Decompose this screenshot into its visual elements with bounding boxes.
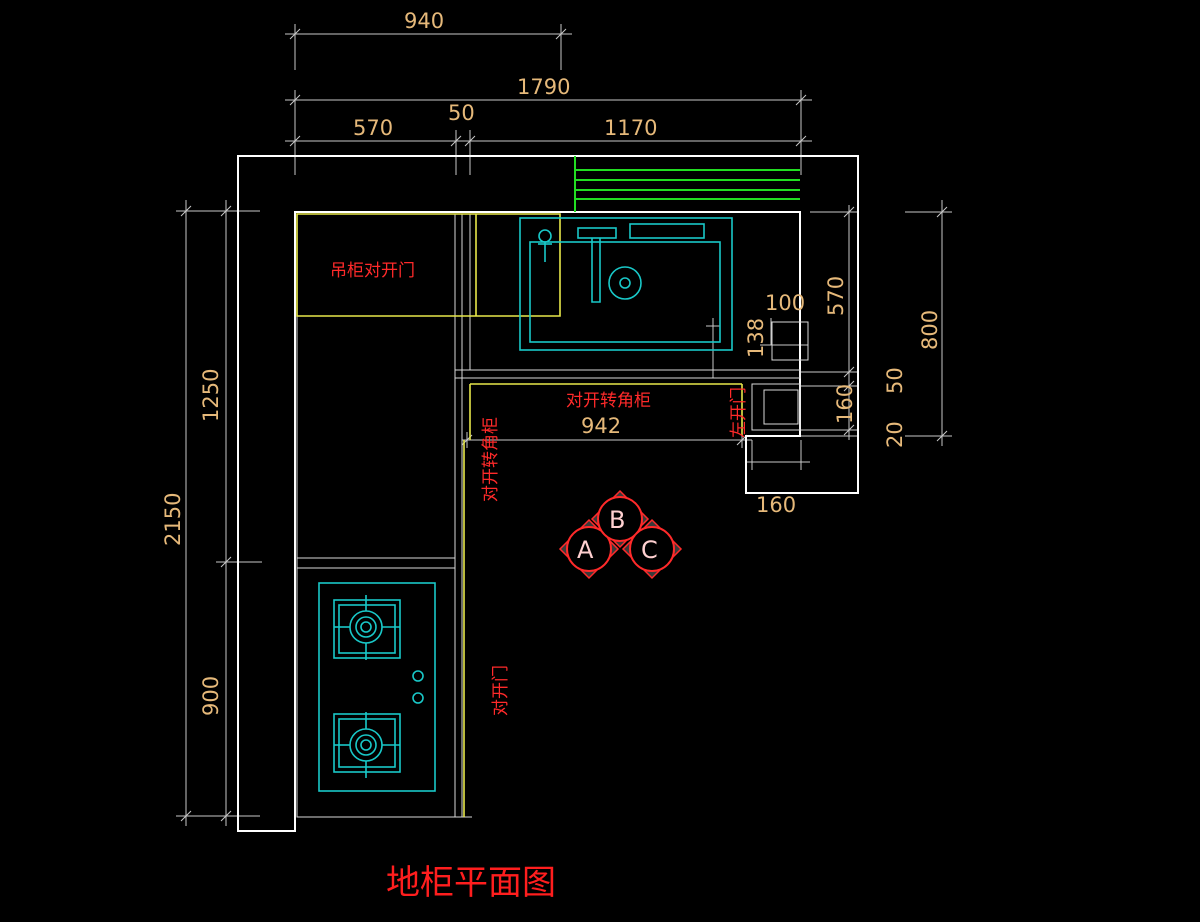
label-left-door: 左开门: [729, 387, 749, 438]
dim-right-50: 50: [883, 367, 907, 394]
dim-bottom-160: 160: [756, 493, 796, 517]
dim-right-138: 138: [744, 318, 768, 358]
dimension-lines: [176, 24, 952, 826]
label-corner-cabinet-h: 对开转角柜: [566, 391, 651, 411]
dim-right-570: 570: [824, 276, 848, 316]
dim-left-900: 900: [199, 676, 223, 716]
cabinet-labels: 吊柜对开门 对开转角柜 对开转角柜 对开门 左开门: [330, 261, 749, 716]
dim-right-100: 100: [765, 291, 805, 315]
marker-a: A: [577, 536, 594, 564]
base-cabinets: [296, 213, 809, 818]
window: [574, 156, 800, 212]
sink: [519, 217, 733, 351]
wall-cabinet-outline: [296, 213, 743, 817]
label-corner-cabinet-v: 对开转角柜: [481, 417, 501, 502]
dim-top-1170: 1170: [604, 116, 657, 140]
dim-right-20: 20: [883, 421, 907, 448]
dim-corner-942: 942: [581, 414, 621, 438]
walls: [237, 155, 859, 832]
section-markers: A B C: [558, 489, 683, 580]
label-wall-cabinet-doors: 吊柜对开门: [330, 261, 415, 281]
drawing-title: 地柜平面图: [386, 863, 556, 903]
gas-stove: [318, 582, 436, 792]
marker-b: B: [609, 506, 625, 534]
dim-top-50: 50: [448, 101, 475, 125]
dim-top-1790: 1790: [517, 75, 570, 99]
marker-c: C: [641, 536, 658, 564]
dim-right-160v: 160: [833, 384, 857, 424]
dim-right-800: 800: [918, 310, 942, 350]
dim-top-570: 570: [353, 116, 393, 140]
label-double-door: 对开门: [491, 665, 511, 716]
dim-left-1250: 1250: [199, 369, 223, 422]
dim-left-2150: 2150: [161, 493, 185, 546]
dimension-texts: 940 1790 570 50 1170 100 942 160 1250 21…: [161, 9, 942, 716]
dim-top-940: 940: [404, 9, 444, 33]
